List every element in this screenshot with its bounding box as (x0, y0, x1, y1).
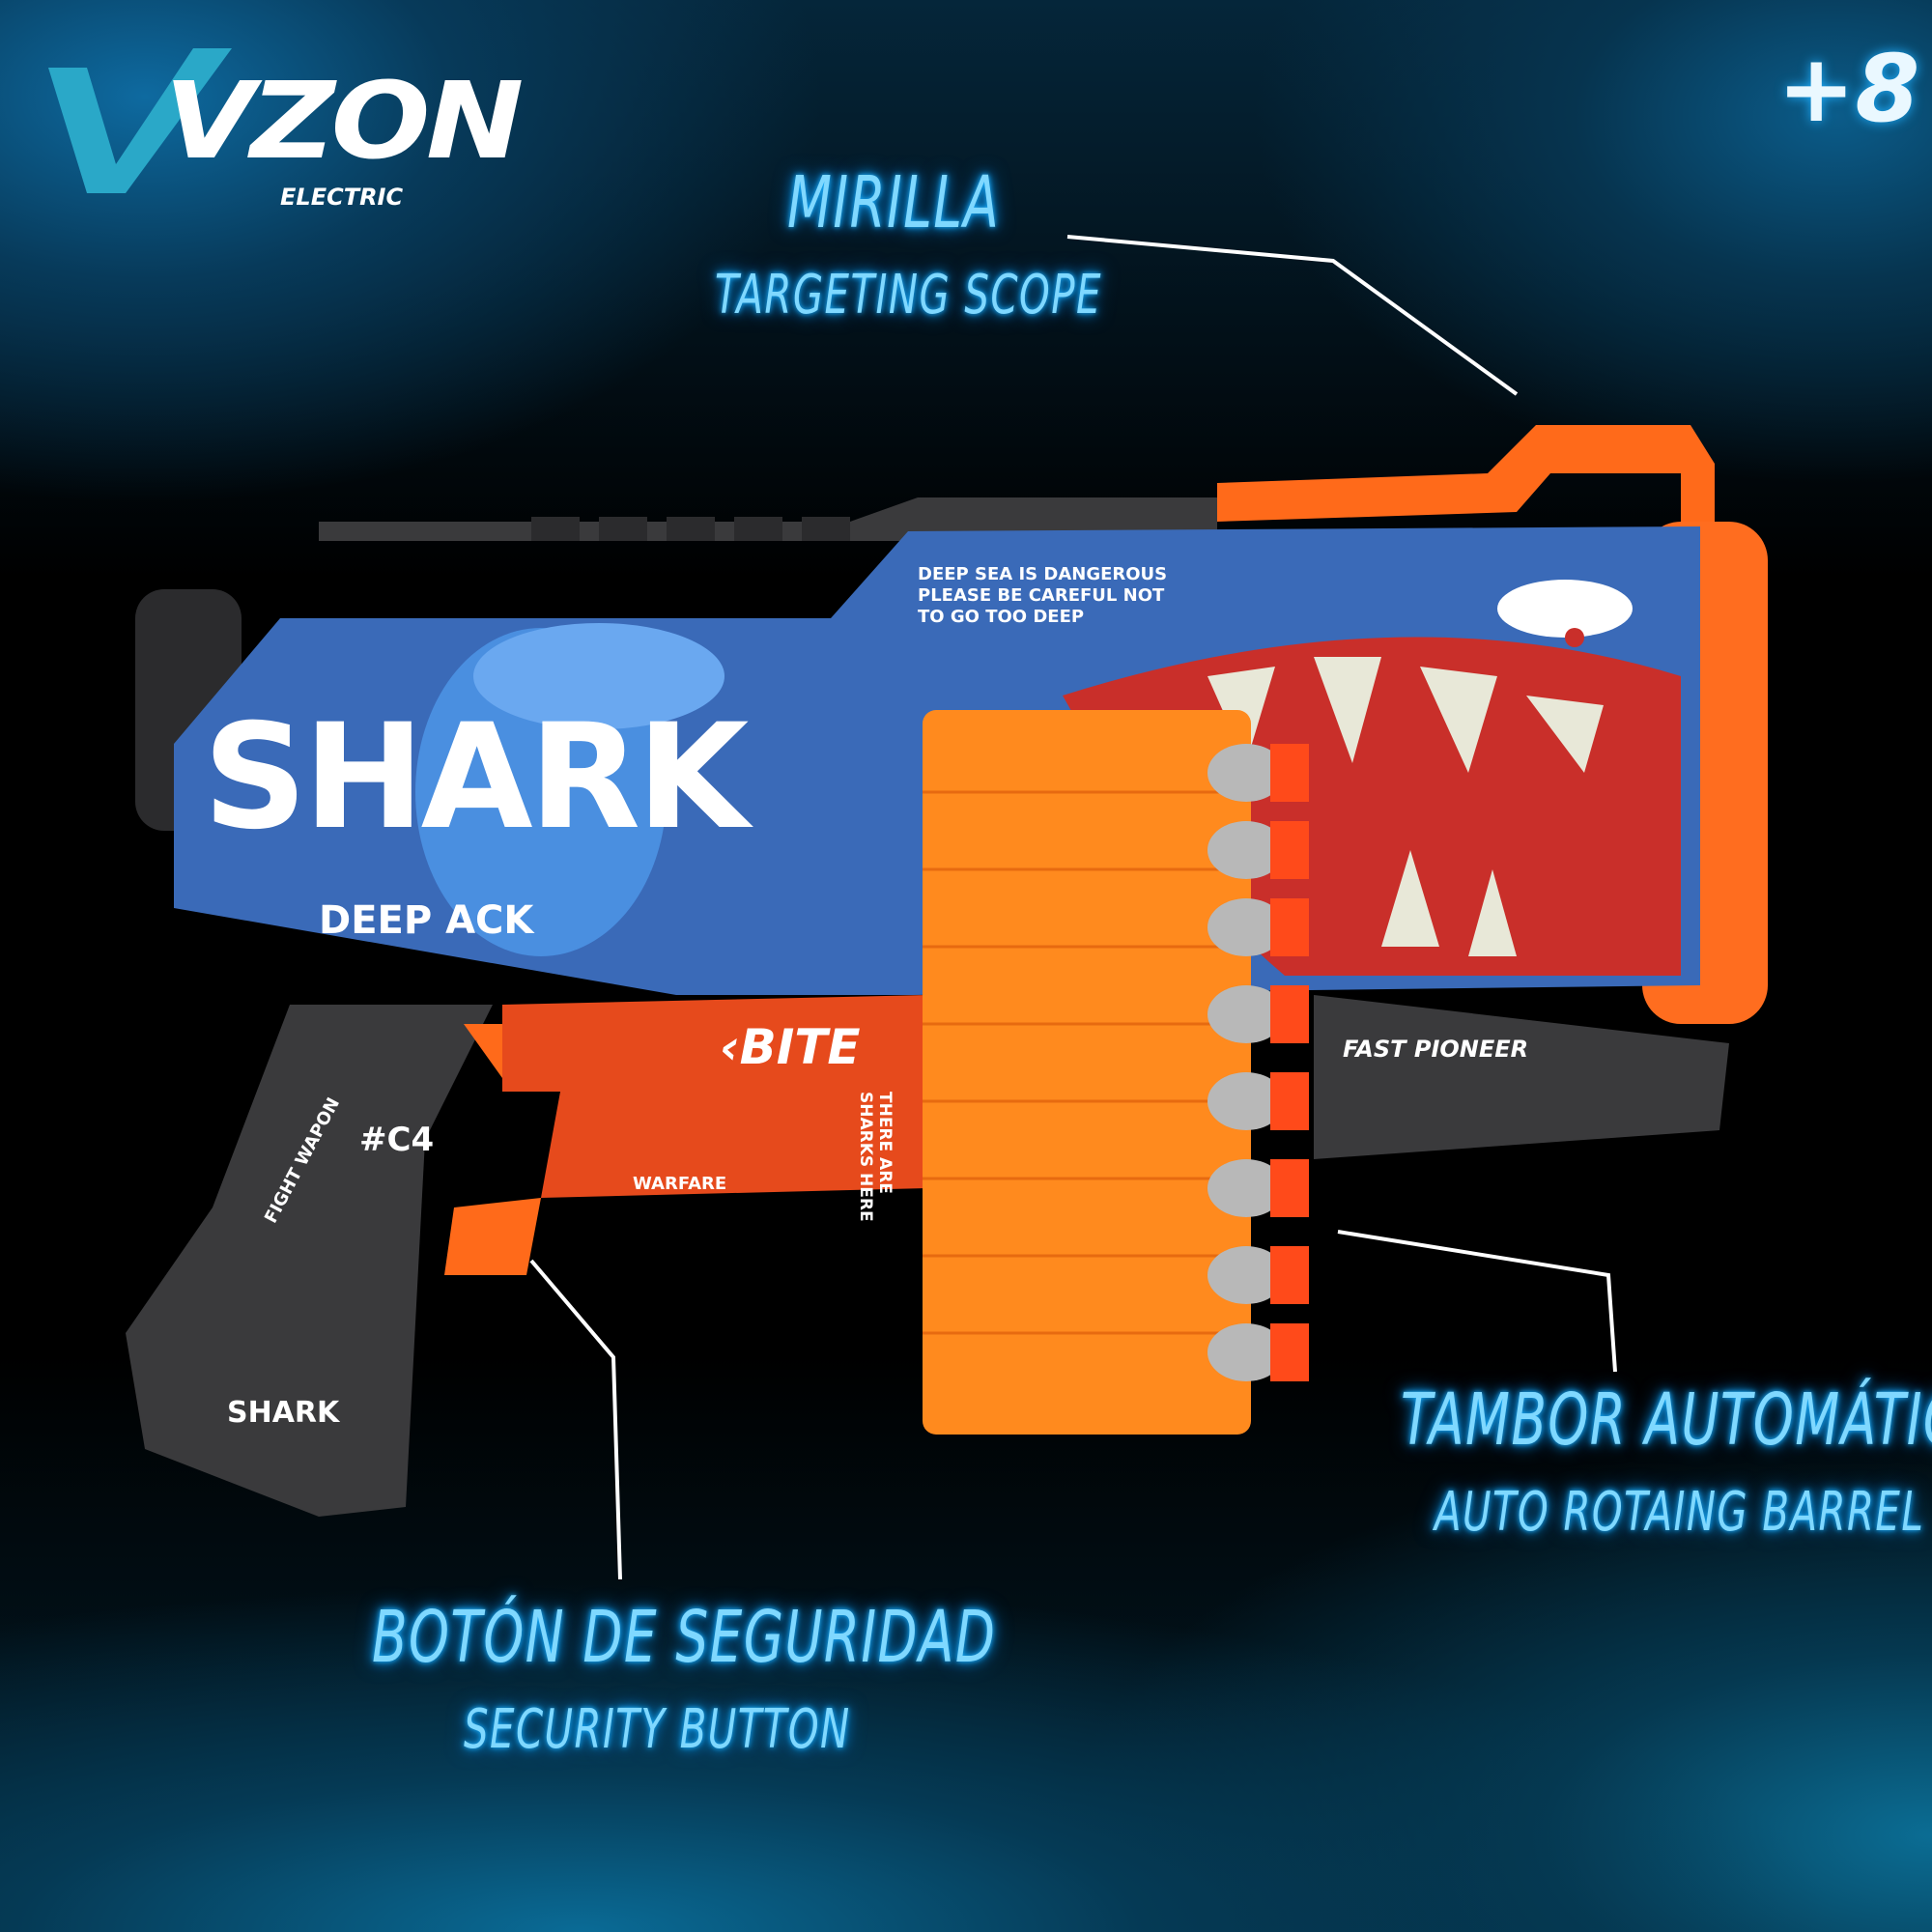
callout-scope-subtitle: TARGETING SCOPE (715, 264, 1102, 327)
decal-warfare: WARFARE (633, 1174, 727, 1194)
decal-warning-line: PLEASE BE CAREFUL NOT (918, 585, 1165, 606)
fore-grip (1314, 995, 1729, 1159)
callout-drum-title: TAMBOR AUTOMÁTICO (1401, 1378, 1932, 1462)
brand-logo: VZON ELECTRIC (48, 48, 524, 232)
security-button (444, 1198, 541, 1275)
decal-grip-shark: SHARK (227, 1396, 340, 1430)
rotating-drum (923, 710, 1251, 1435)
decal-sharks-here: THERE ARE SHARKS HERE (856, 1092, 895, 1222)
grip (126, 1005, 493, 1517)
decal-pioneer: FAST PIONEER (1343, 1036, 1529, 1063)
callout-line-security (529, 1259, 622, 1580)
logo-v-icon (48, 48, 232, 193)
logo-text: VZON (164, 59, 524, 183)
callout-security-title: BOTÓN DE SEGURIDAD (372, 1596, 997, 1679)
decal-warning-line: DEEP SEA IS DANGEROUS (918, 564, 1168, 584)
callout-security-subtitle: SECURITY BUTTON (464, 1698, 851, 1761)
dart-count-badge: +8 (1777, 35, 1920, 143)
logo-sub: ELECTRIC (280, 184, 404, 211)
scope (1217, 425, 1715, 541)
callout-line-drum (1337, 1230, 1617, 1373)
decal-code: #C4 (359, 1121, 435, 1159)
callout-scope-title: MIRILLA (787, 161, 1001, 244)
decal-bite: ‹BITE (720, 1019, 861, 1075)
decal-warning: DEEP SEA IS DANGEROUS PLEASE BE CAREFUL … (918, 564, 1167, 628)
darts (1208, 744, 1285, 1381)
callout-line-scope (1066, 235, 1519, 396)
decal-warning-line: TO GO TOO DEEP (918, 607, 1085, 627)
callout-drum-subtitle: AUTO ROTAING BARREL (1435, 1481, 1925, 1544)
decal-shark: SHARK (203, 694, 749, 862)
decal-deep-attack: DEEP ACK (319, 898, 534, 943)
